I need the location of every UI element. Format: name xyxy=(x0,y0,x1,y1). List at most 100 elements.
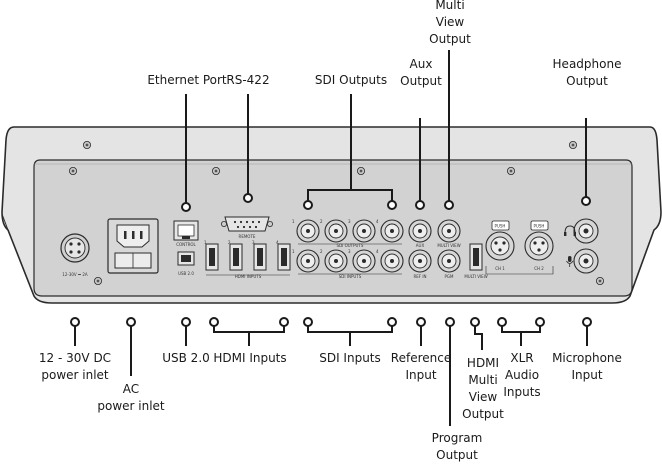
sdi-outputs-panel-text: SDI OUTPUTS xyxy=(337,243,364,248)
callout-dot-hdmi-1 xyxy=(209,317,219,327)
callout-dot-headphone xyxy=(581,196,591,206)
hdmi-input-3 xyxy=(253,243,267,271)
headphone-jack xyxy=(573,218,599,244)
bnc-sdi-input-1 xyxy=(296,249,320,273)
bnc-aux-output xyxy=(408,219,432,243)
usb-connector xyxy=(177,251,195,266)
callout-dot-dc xyxy=(70,317,80,327)
leader-hdmi-inputs xyxy=(213,324,285,346)
callout-dot-sdi-in-1 xyxy=(303,317,313,327)
sdi-out-num: 4 xyxy=(376,219,379,224)
label-usb: USB 2.0 xyxy=(162,351,210,365)
hdmi-inputs-panel-text: HDMI INPUTS xyxy=(235,274,262,279)
refin-panel-text: REF IN xyxy=(413,274,426,279)
callout-dot-sdi-in-4 xyxy=(387,317,397,327)
bnc-reference-input xyxy=(408,249,432,273)
label-headphone-output: Headphone Output xyxy=(552,57,622,88)
bnc-program-output xyxy=(437,249,461,273)
bnc-multiview-output xyxy=(437,219,461,243)
leader-sdi-inputs xyxy=(307,324,393,346)
aux-panel-text: AUX xyxy=(416,243,425,248)
dc-power-connector xyxy=(60,233,90,263)
sdi-out-num: 1 xyxy=(292,219,295,224)
sdi-in-num: 1 xyxy=(292,249,295,254)
ethernet-connector xyxy=(173,220,199,241)
hdmi-input-1 xyxy=(205,243,219,271)
headphone-icon xyxy=(564,225,576,236)
callout-dot-sdi-out-4 xyxy=(387,200,397,210)
hdmi-input-2 xyxy=(229,243,243,271)
callout-dot-hdmi-4 xyxy=(279,317,289,327)
callout-dot-ac xyxy=(126,317,136,327)
bnc-sdi-output-1 xyxy=(296,219,320,243)
callout-dot-ref xyxy=(416,317,426,327)
dc-spec-text: 12-30V ⎓ 2A xyxy=(62,272,88,277)
multiview-panel-text: MULTI VIEW xyxy=(437,243,460,248)
screw xyxy=(596,276,605,285)
bnc-sdi-output-2 xyxy=(324,219,348,243)
leader-xlr xyxy=(501,324,541,346)
label-dc-power-inlet: 12 - 30V DC power inlet xyxy=(38,351,112,382)
sdi-out-num: 2 xyxy=(320,219,323,224)
screw xyxy=(569,140,578,149)
microphone-icon xyxy=(566,256,574,267)
push-text: PUSH xyxy=(495,224,506,229)
hdmi-num: 3 xyxy=(252,240,255,245)
callout-dot-mic xyxy=(582,317,592,327)
remote-text: REMOTE xyxy=(239,234,256,239)
xlr-input-2 xyxy=(524,220,554,261)
bnc-sdi-output-4 xyxy=(380,219,404,243)
bnc-sdi-input-3 xyxy=(352,249,376,273)
callout-dot-usb xyxy=(181,317,191,327)
rs422-connector xyxy=(220,216,273,232)
callout-dot-xlr-2 xyxy=(535,317,545,327)
sdi-in-num: 3 xyxy=(348,249,351,254)
callout-dot-sdi-out-1 xyxy=(303,200,313,210)
screw xyxy=(506,166,515,175)
sdi-in-num: 4 xyxy=(376,249,379,254)
hdmi-num: 4 xyxy=(276,240,279,245)
callout-dot-multiview xyxy=(444,200,454,210)
screw xyxy=(83,140,92,149)
multiview-hdmi-panel-text: MULTI VIEW xyxy=(464,274,487,279)
label-sdi-inputs: SDI Inputs xyxy=(319,351,381,365)
label-sdi-outputs: SDI Outputs xyxy=(314,73,388,87)
label-xlr-audio-inputs: XLR Audio Inputs xyxy=(503,351,541,399)
screw xyxy=(69,166,78,175)
label-hdmi-multiview-output: HDMI Multi View Output xyxy=(462,356,504,421)
label-aux-output: Aux Output xyxy=(400,57,442,88)
label-rs422: RS-422 xyxy=(226,73,270,87)
callout-dot-pgm xyxy=(445,317,455,327)
ac-power-connector xyxy=(107,218,159,274)
hdmi-num: 2 xyxy=(228,240,231,245)
ch1-text: CH 1 xyxy=(495,266,505,271)
bnc-sdi-output-3 xyxy=(352,219,376,243)
label-program-output: Program Output xyxy=(431,431,483,462)
callout-dot-hdmi-mv xyxy=(470,317,480,327)
xlr-group-bracket xyxy=(485,266,554,275)
hdmi-input-4 xyxy=(277,243,291,271)
label-reference-input: Reference Input xyxy=(390,351,452,382)
hdmi-num: 1 xyxy=(204,240,207,245)
xlr-input-1 xyxy=(485,220,515,261)
pgm-panel-text: PGM xyxy=(445,274,455,279)
ch2-text: CH 2 xyxy=(534,266,544,271)
bnc-sdi-input-4 xyxy=(380,249,404,273)
sdi-in-num: 2 xyxy=(320,249,323,254)
screw xyxy=(94,276,103,285)
label-ethernet-port: Ethernet Port xyxy=(147,73,227,87)
sdi-inputs-panel-text: SDI INPUTS xyxy=(339,274,362,279)
chassis-side-edge-left xyxy=(1,213,9,231)
callout-dot-aux xyxy=(415,200,425,210)
callout-dot-rs422 xyxy=(243,193,253,203)
label-multiview-output: Multi View Output xyxy=(429,0,471,46)
screw xyxy=(356,166,365,175)
callout-dot-xlr-1 xyxy=(497,317,507,327)
push-text: PUSH xyxy=(534,224,545,229)
bnc-sdi-input-2 xyxy=(324,249,348,273)
callout-dot-ethernet xyxy=(181,202,191,212)
control-text: CONTROL xyxy=(176,242,196,247)
hdmi-multiview-connector xyxy=(469,243,483,271)
label-hdmi-inputs: HDMI Inputs xyxy=(213,351,287,365)
